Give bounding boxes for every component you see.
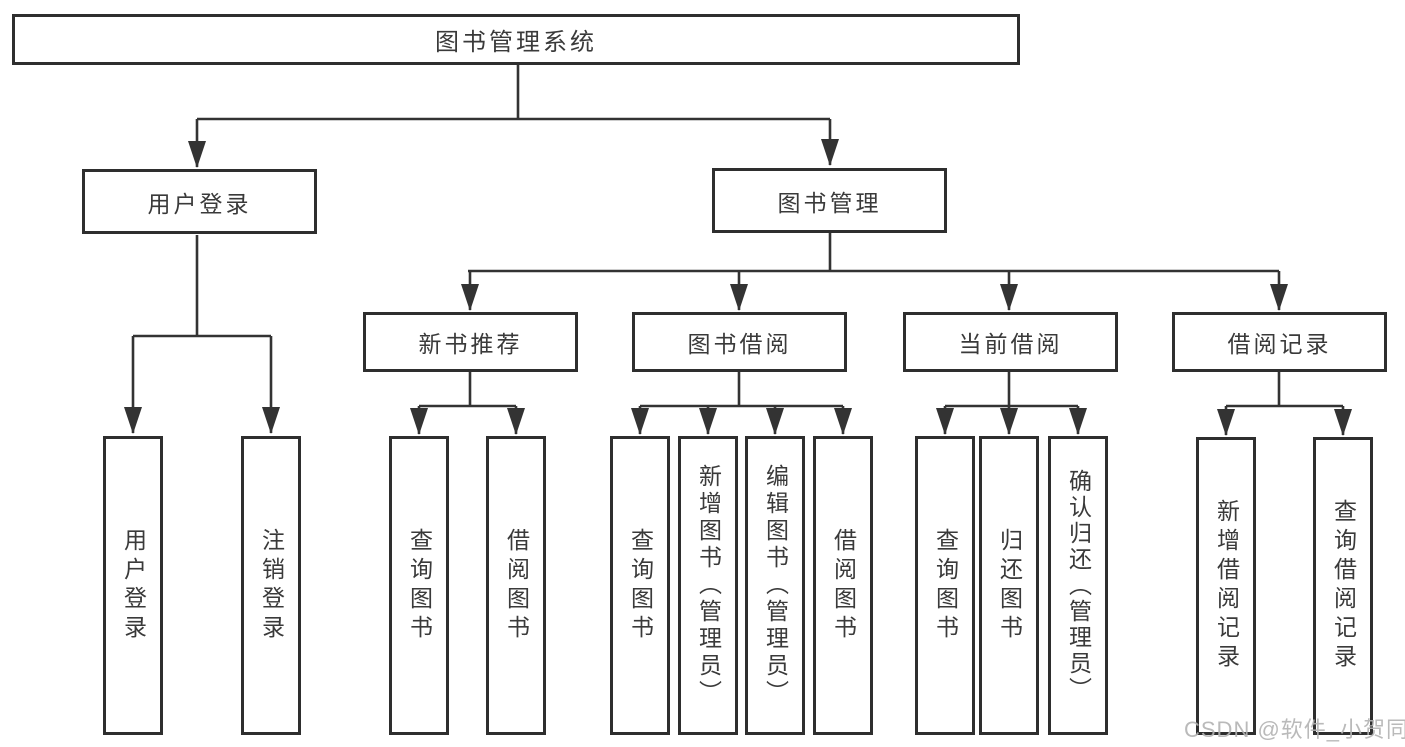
- leaf-label: 查询图书: [932, 527, 959, 644]
- node-new-book-recommendation: 新书推荐: [363, 312, 578, 372]
- leaf-label: 用户登录: [120, 527, 147, 644]
- leaf-borrow-books-borrowing: 借阅图书: [813, 436, 873, 735]
- node-label: 图书借阅: [687, 331, 792, 357]
- node-book-management: 图书管理: [712, 168, 947, 233]
- node-borrowing-records: 借阅记录: [1172, 312, 1387, 372]
- node-label: 新书推荐: [418, 331, 523, 357]
- leaf-query-books-current: 查询图书: [915, 436, 975, 735]
- csdn-watermark: CSDN @软件_小贺同学: [1184, 717, 1405, 742]
- leaf-add-books-admin: 新增图书（管理员）: [678, 436, 738, 735]
- leaf-query-borrow-record: 查询借阅记录: [1313, 437, 1373, 735]
- leaf-query-books-borrowing: 查询图书: [610, 436, 670, 735]
- leaf-logout: 注销登录: [241, 436, 301, 735]
- node-label: 借阅记录: [1227, 331, 1332, 357]
- node-library-management-system: 图书管理系统: [12, 14, 1020, 65]
- leaf-label: 注销登录: [258, 527, 285, 644]
- leaf-label: 查询图书: [406, 527, 433, 644]
- node-label: 当前借阅: [958, 331, 1063, 357]
- leaf-user-login: 用户登录: [103, 436, 163, 735]
- leaf-label: 借阅图书: [830, 527, 857, 644]
- leaf-label: 查询借阅记录: [1330, 499, 1357, 673]
- leaf-return-books: 归还图书: [979, 436, 1039, 735]
- leaf-edit-books-admin: 编辑图书（管理员）: [745, 436, 805, 735]
- leaf-label: 查询图书: [627, 527, 654, 644]
- leaf-borrow-books-recommend: 借阅图书: [486, 436, 546, 735]
- leaf-label: 新增借阅记录: [1213, 499, 1240, 673]
- node-label: 图书管理系统: [435, 29, 597, 56]
- node-book-borrowing: 图书借阅: [632, 312, 847, 372]
- leaf-confirm-return-admin: 确认归还（管理员）: [1048, 436, 1108, 735]
- leaf-label: 归还图书: [996, 527, 1023, 644]
- node-user-login: 用户登录: [82, 169, 317, 234]
- node-label: 用户登录: [147, 190, 252, 217]
- leaf-query-books-recommend: 查询图书: [389, 436, 449, 735]
- leaf-add-borrow-record: 新增借阅记录: [1196, 437, 1256, 735]
- node-current-borrowing: 当前借阅: [903, 312, 1118, 372]
- leaf-label: 新增图书（管理员）: [695, 464, 722, 707]
- leaf-label: 确认归还（管理员）: [1065, 468, 1092, 703]
- leaf-label: 借阅图书: [503, 527, 530, 644]
- leaf-label: 编辑图书（管理员）: [762, 464, 789, 707]
- node-label: 图书管理: [777, 189, 882, 216]
